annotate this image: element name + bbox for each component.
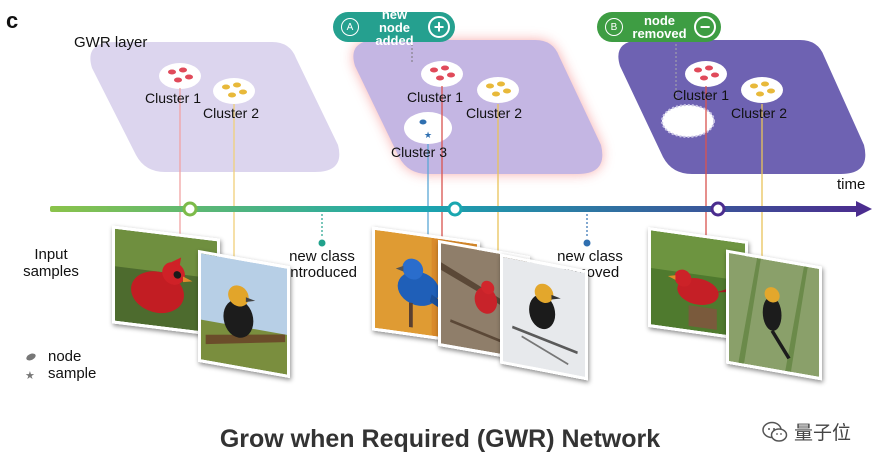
wechat-icon <box>762 421 788 442</box>
watermark-text: 量子位 <box>794 422 852 444</box>
sample-legend-icon: ★ <box>25 369 35 382</box>
timeline-marker-2 <box>447 201 463 217</box>
watermark: 量子位 <box>762 418 851 445</box>
layer-3-cluster-1-label: Cluster 1 <box>673 87 730 103</box>
layer-1-cluster-1-label: Cluster 1 <box>145 90 202 106</box>
cluster-3-node <box>404 112 452 144</box>
badge-a-letter: A <box>341 18 359 36</box>
removed-node <box>661 104 715 138</box>
layer-3-cluster-2-label: Cluster 2 <box>731 105 788 121</box>
cluster-1-node <box>159 63 201 89</box>
timeline-marker-1 <box>182 201 198 217</box>
legend-node-label: node <box>48 348 82 365</box>
footer-title: Grow when Required (GWR) Network <box>219 425 661 453</box>
badge-b-letter: B <box>605 18 623 36</box>
layer-2-cluster-2-label: Cluster 2 <box>466 105 523 121</box>
layer-2-cluster-3-label: Cluster 3 <box>391 144 448 160</box>
panel-letter: c <box>6 8 19 33</box>
cluster-2-node <box>213 78 255 104</box>
layer-2-cluster-1-label: Cluster 1 <box>407 89 464 105</box>
timeline-marker-3 <box>710 201 726 217</box>
gwr-layer-label: GWR layer <box>74 34 148 51</box>
plus-icon: + <box>428 16 450 38</box>
minus-icon: − <box>694 16 716 38</box>
photo-blackbird-2 <box>500 253 588 381</box>
layer-1-cluster-2-label: Cluster 2 <box>203 105 260 121</box>
node-legend-icon <box>26 353 36 361</box>
photo-blackbird-3 <box>726 249 822 381</box>
photo-blackbird-1 <box>198 249 290 379</box>
photo-cardinal-3 <box>648 226 748 342</box>
gwr-layer-1 <box>90 42 340 172</box>
time-label: time <box>837 176 866 193</box>
gwr-layer-3 <box>618 40 866 174</box>
svg-text:★: ★ <box>424 131 432 141</box>
photo-cardinal-1 <box>112 225 220 337</box>
legend-sample-label: sample <box>48 365 97 382</box>
timeline-arrow <box>856 201 872 217</box>
